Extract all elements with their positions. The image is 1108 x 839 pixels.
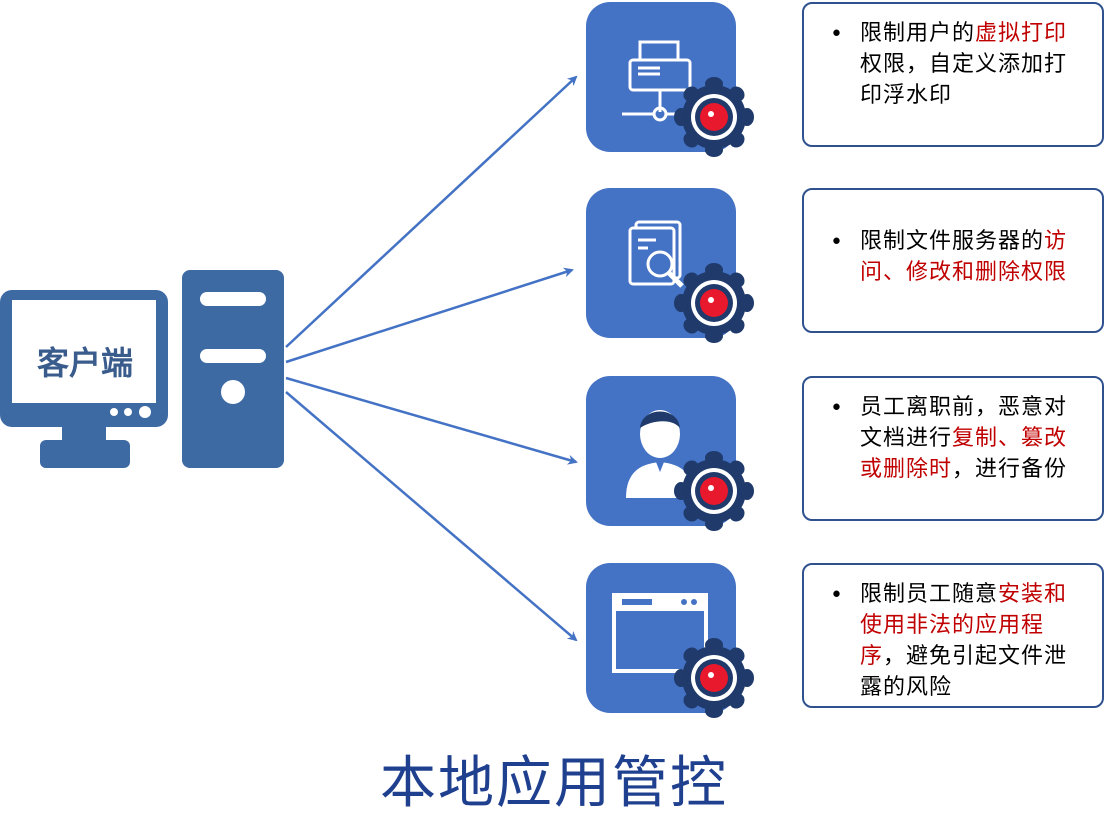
- text-segment: ，避免引起文件泄露的风险: [860, 644, 1068, 700]
- text-segment: 限制用户的: [860, 21, 976, 46]
- gear-lens-icon: [674, 263, 754, 343]
- app-install-control-card: • 限制员工随意安装和使用非法的应用程序，避免引起文件泄露的风险: [802, 563, 1104, 708]
- card-text: 限制员工随意安装和使用非法的应用程序，避免引起文件泄露的风险: [860, 579, 1088, 703]
- text-segment: ，进行备份: [952, 457, 1068, 482]
- highlight-segment: 虚拟打印: [975, 21, 1068, 46]
- resignation-backup-card: • 员工离职前，恶意对文档进行复制、篡改或删除时，进行备份: [802, 376, 1104, 521]
- text-segment: 限制文件服务器的: [860, 229, 1045, 254]
- arrow-to-user: [285, 376, 578, 465]
- highlight-segment: 访问、修改和删除权限: [860, 229, 1068, 285]
- print-control-card: • 限制用户的虚拟打印权限，自定义添加打印浮水印: [802, 2, 1104, 147]
- fileserver-control-tile: [586, 188, 754, 343]
- bullet: •: [830, 396, 843, 421]
- arrow-to-app: [285, 391, 578, 642]
- arrow-to-print: [285, 75, 578, 348]
- print-control-tile: [586, 2, 754, 157]
- fileserver-control-card: • 限制文件服务器的访问、修改和删除权限: [802, 188, 1104, 333]
- file-search-icon: [628, 220, 754, 343]
- card-text: 限制用户的虚拟打印权限，自定义添加打印浮水印: [860, 18, 1088, 111]
- page-title: 本地应用管控: [380, 751, 728, 816]
- card-text: 员工离职前，恶意对文档进行复制、篡改或删除时，进行备份: [860, 392, 1088, 485]
- text-segment: 限制员工随意: [860, 582, 999, 607]
- gear-lens-icon: [674, 451, 754, 531]
- bullet: •: [830, 583, 843, 608]
- highlight-segment: 复制、篡改或删除时: [860, 426, 1068, 482]
- bullet: •: [830, 22, 843, 47]
- printer-network-icon: [622, 40, 754, 157]
- highlight-segment: 安装和使用非法的应用程序: [860, 582, 1068, 669]
- app-window-icon: [612, 593, 754, 718]
- client-computer-icon: [0, 270, 284, 468]
- text-segment: 员工离职前，恶意对文档进行: [860, 395, 1068, 451]
- bullet: •: [830, 230, 843, 255]
- card-text: 限制文件服务器的访问、修改和删除权限: [860, 226, 1088, 288]
- gear-lens-icon: [674, 77, 754, 157]
- client-label: 客户端: [36, 344, 133, 382]
- user-control-tile: [586, 376, 754, 531]
- arrow-to-fileserver: [285, 267, 574, 364]
- user-icon: [626, 410, 754, 531]
- app-control-tile: [586, 563, 754, 718]
- gear-lens-icon: [674, 638, 754, 718]
- text-segment: 权限，自定义添加打印浮水印: [860, 52, 1068, 108]
